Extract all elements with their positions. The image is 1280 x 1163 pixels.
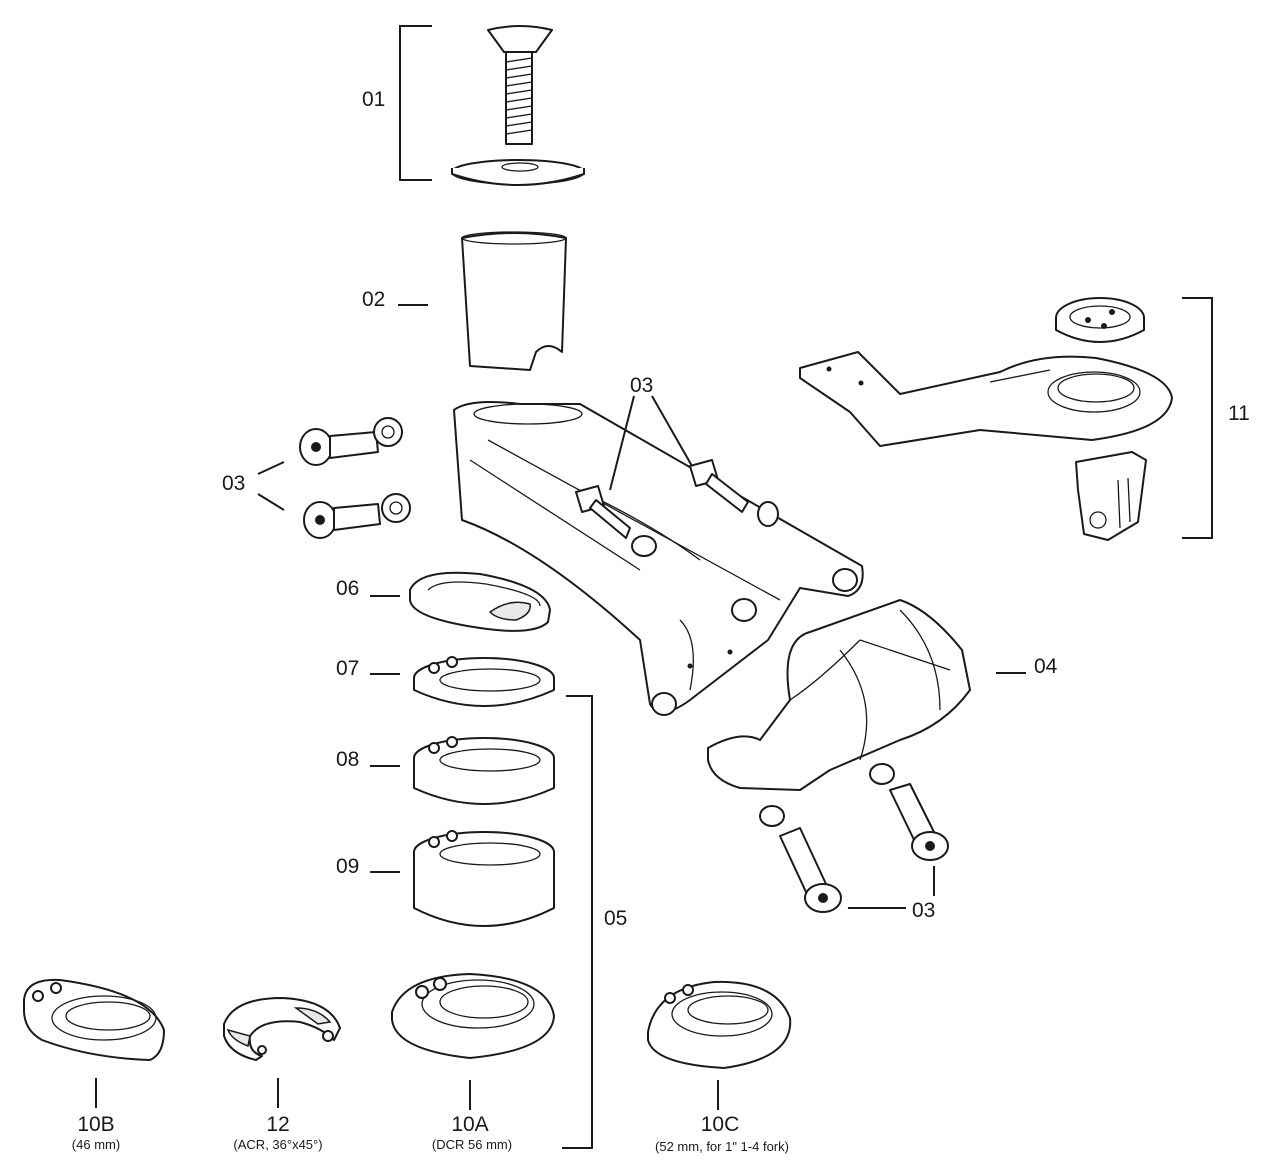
label-08: 08 [336, 748, 360, 771]
computer-mount-adapter [1055, 297, 1145, 343]
stem-bolt-center-b [689, 459, 779, 527]
label-09: 09 [336, 855, 360, 878]
label-07: 07 [336, 657, 360, 680]
faceplate-bolt-left-upper [299, 417, 403, 466]
top-cap [451, 159, 585, 186]
leader-03-bottom [848, 866, 935, 909]
label-12: 12 [266, 1113, 290, 1136]
label-06: 06 [336, 577, 360, 600]
label-04: 04 [1034, 655, 1058, 678]
headset-cover-10a [391, 973, 555, 1059]
sublabel-10c: (52 mm, for 1" 1-4 fork) [655, 1139, 789, 1154]
angled-top-spacer [409, 571, 551, 632]
label-03-center: 03 [630, 374, 654, 397]
label-10b: 10B [77, 1113, 115, 1136]
label-03-left: 03 [222, 472, 246, 495]
sublabel-12: (ACR, 36°x45°) [233, 1137, 323, 1152]
compression-ring-12 [223, 997, 341, 1061]
bracket-11 [1182, 297, 1213, 539]
faceplate-bolt-bottom-left [759, 805, 842, 913]
label-01: 01 [362, 88, 386, 111]
headset-cover-10c [647, 980, 792, 1069]
bracket-01 [399, 25, 432, 181]
faceplate-bolt-bottom-right [869, 763, 949, 861]
bracket-05 [562, 695, 593, 1149]
stem-bolt-center-a [575, 485, 631, 539]
label-02: 02 [362, 288, 386, 311]
label-03-bottom: 03 [912, 899, 936, 922]
spacer-09 [413, 830, 555, 927]
label-10a: 10A [451, 1113, 489, 1136]
headset-cover-10b [23, 978, 165, 1061]
top-cap-bolt [487, 25, 553, 145]
leader-03-center-b [651, 395, 693, 467]
action-camera-adapter [1075, 451, 1147, 541]
compression-sleeve [461, 231, 567, 371]
label-05: 05 [604, 907, 628, 930]
stem-body [453, 401, 864, 716]
label-11: 11 [1228, 402, 1250, 425]
leader-03-center-a [609, 395, 635, 491]
faceplate-bolt-left-lower [303, 493, 411, 539]
computer-mount [799, 351, 1173, 447]
sublabel-10b: (46 mm) [71, 1137, 121, 1152]
spacer-08 [413, 736, 555, 805]
faceplate [707, 599, 971, 791]
spacer-07 [413, 656, 555, 707]
label-10c: 10C [700, 1113, 740, 1136]
sublabel-10a: (DCR 56 mm) [431, 1137, 513, 1152]
leader-03-left [257, 461, 285, 511]
